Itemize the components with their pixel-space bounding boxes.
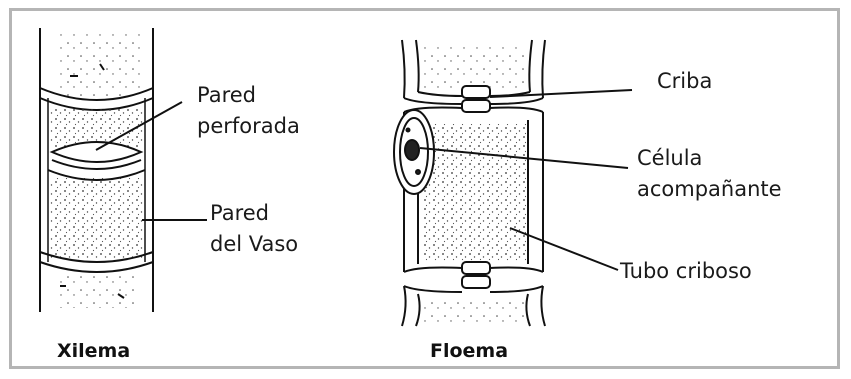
label-perforated-wall: Pared perforada <box>197 80 300 142</box>
label-companion-cell: Célula acompañante <box>637 143 782 205</box>
companion-cell <box>394 110 434 194</box>
label-vessel-wall: Pared del Vaso <box>210 198 298 260</box>
label-vessel-wall-line1: Pared <box>210 198 298 229</box>
leader-sieve-tube <box>510 228 618 270</box>
xylem-vessel <box>40 28 153 312</box>
label-sieve-tube: Tubo criboso <box>620 256 752 287</box>
label-perforated-wall-line1: Pared <box>197 80 300 111</box>
caption-phloem: Floema <box>430 340 508 362</box>
label-perforated-wall-line2: perforada <box>197 111 300 142</box>
label-vessel-wall-line2: del Vaso <box>210 229 298 260</box>
label-companion-cell-line1: Célula <box>637 143 782 174</box>
caption-xylem: Xilema <box>57 340 130 362</box>
label-sieve: Criba <box>657 66 712 97</box>
label-companion-cell-line2: acompañante <box>637 174 782 205</box>
